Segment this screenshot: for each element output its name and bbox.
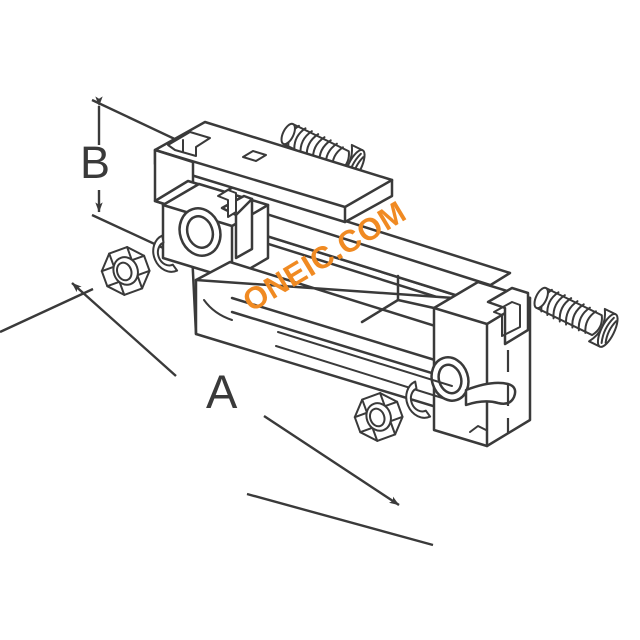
dim-a-extension-right-lower xyxy=(246,492,434,547)
split-lock-washer-right xyxy=(405,380,432,419)
hex-nut-right xyxy=(353,392,404,442)
dimension-label-b: B xyxy=(80,137,111,188)
machine-screw-right xyxy=(533,286,619,348)
dimension-a xyxy=(0,282,434,547)
left-mounting-hole xyxy=(178,207,222,257)
split-lock-washer-left xyxy=(152,234,179,273)
dim-a-arrow-upper-left xyxy=(71,282,177,377)
hex-nut-left xyxy=(100,246,151,296)
dimension-label-a: A xyxy=(206,365,238,418)
dim-a-arrow-lower-right xyxy=(263,414,400,507)
dim-a-extension-left xyxy=(0,287,94,334)
right-mounting-hole xyxy=(430,356,470,402)
mounting-bracket-body xyxy=(153,120,532,448)
